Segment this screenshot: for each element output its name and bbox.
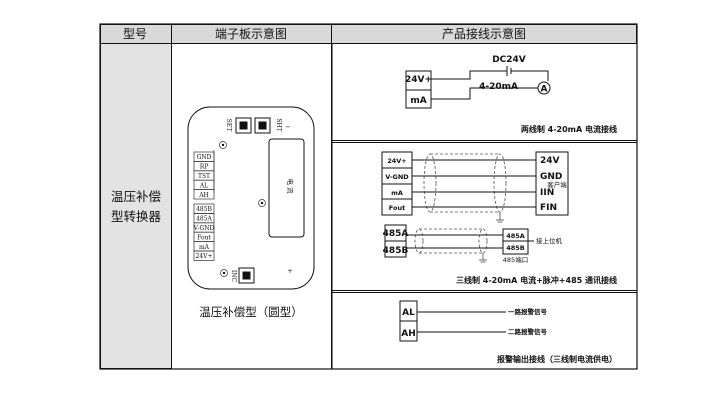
terminal-label: 485A xyxy=(196,216,212,223)
terminal-board: SET SHT − 电 流 GND RP TST AL AH 485B 485A V-GND F… xyxy=(187,106,315,290)
d1-caption: 两线制 4-20mA 电流接线 xyxy=(521,124,617,134)
model-name-line1: 温压补偿 xyxy=(111,189,161,204)
d1-ma-terminal: mA xyxy=(410,96,426,106)
screw-icon xyxy=(220,269,228,277)
diagram-alarm: AL AH 一路报警信号 二路报警信号 报警输出接线（三线制电流供电） xyxy=(399,300,617,364)
header-wiring-diagram: 产品接线示意图 xyxy=(442,26,526,41)
d2-485b-left: 485B xyxy=(383,246,409,256)
d2-485-port: 485端口 xyxy=(503,255,528,264)
d2-485b-right: 485B xyxy=(506,244,525,252)
inc-button[interactable] xyxy=(242,271,251,280)
diagram-three-wire: 24V+ V-GND mA Fout 24V GND IIN FIN 客户端 485A 48… xyxy=(381,151,617,285)
d2-left-terminal: mA xyxy=(391,189,403,197)
d3-alarm1: 一路报警信号 xyxy=(508,307,548,316)
ammeter-symbol: A xyxy=(541,85,548,95)
set-button[interactable] xyxy=(239,121,248,130)
d1-current-range: 4-20mA xyxy=(479,82,518,92)
display-mark: 电 流 xyxy=(286,178,295,194)
screw-icon xyxy=(258,199,266,207)
d2-caption: 三线制 4-20mA 电流+脉冲+485 通讯接线 xyxy=(456,275,617,285)
d2-pc: 接上位机 xyxy=(536,236,563,245)
d2-client: 客户端 xyxy=(547,180,567,189)
terminal-label: 485B xyxy=(196,206,212,213)
d3-ah-terminal: AH xyxy=(401,329,416,339)
inc-label: INC xyxy=(230,270,237,283)
d2-left-terminal: Fout xyxy=(389,204,405,212)
d1-dc24v: DC24V xyxy=(492,55,526,65)
header-terminal-board: 端子板示意图 xyxy=(215,26,287,41)
terminal-slot xyxy=(193,189,215,200)
terminal-label: AH xyxy=(198,192,209,199)
terminal-label: GND xyxy=(197,154,212,161)
screw-icon xyxy=(219,141,227,149)
sht-label: SHT xyxy=(275,118,282,131)
terminal-slot xyxy=(193,250,215,261)
d2-485a-left: 485A xyxy=(383,229,409,239)
d3-caption: 报警输出接线（三线制电流供电） xyxy=(497,354,617,364)
terminal-label: AL xyxy=(199,182,208,189)
terminal-label: mA xyxy=(199,244,210,251)
sht-button[interactable] xyxy=(258,121,267,130)
d2-485a-right: 485A xyxy=(506,232,525,240)
set-label: SET xyxy=(225,119,232,132)
header-row xyxy=(100,24,637,44)
terminal-label: TST xyxy=(198,173,210,180)
terminal-label: 24V+ xyxy=(196,253,213,260)
minus-sign: − xyxy=(285,123,290,131)
terminal-label: RP xyxy=(200,164,209,171)
d3-alarm2: 二路报警信号 xyxy=(508,327,548,336)
d2-right-terminal: 24V xyxy=(540,156,560,166)
d2-right-terminal: GND xyxy=(540,172,562,182)
model-column xyxy=(100,43,172,369)
plus-sign: + xyxy=(287,267,292,275)
board-caption: 温压补偿型（圆型） xyxy=(199,305,303,319)
diagram-two-wire: 24V+ mA A DC24V 4-20mA 两线制 4-20mA 电流接线 xyxy=(405,55,617,134)
d1-24v-terminal: 24V+ xyxy=(405,75,432,85)
d2-right-terminal: IIN xyxy=(540,188,554,198)
d2-left-terminal: 24V+ xyxy=(387,157,407,165)
terminal-label: V-GND xyxy=(193,225,215,232)
terminal-label: Fout xyxy=(197,234,211,241)
table-frame xyxy=(99,23,638,370)
model-name-line2: 型转换器 xyxy=(111,209,162,224)
d2-left-terminal: V-GND xyxy=(385,173,409,181)
header-model: 型号 xyxy=(123,27,147,41)
d3-al-terminal: AL xyxy=(402,308,415,318)
d2-right-terminal: FIN xyxy=(540,203,557,213)
